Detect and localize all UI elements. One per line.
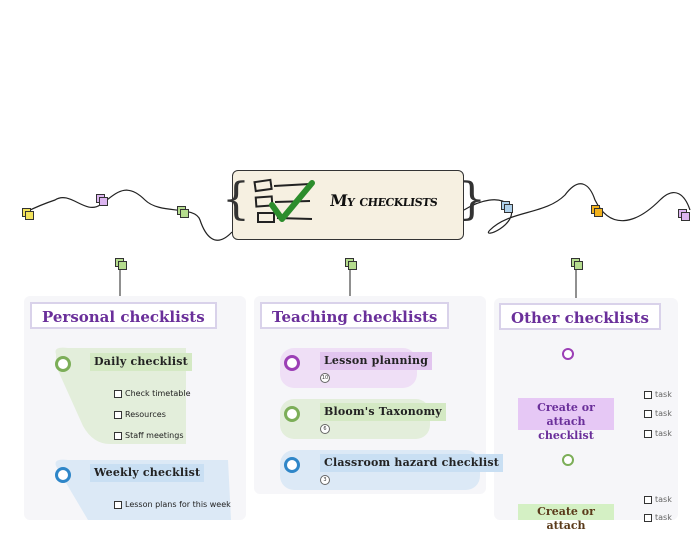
task-item[interactable]: task [644, 495, 672, 504]
subtopic-count-badge[interactable]: 6 [320, 424, 330, 434]
checkbox-icon[interactable] [114, 431, 122, 440]
task-item[interactable]: Lesson plans for this week [114, 500, 231, 509]
classroom-hazard-label[interactable]: Classroom hazard checklist [320, 454, 504, 472]
task-item[interactable]: Resources [114, 410, 166, 419]
create-attach-node[interactable]: Create or attach [518, 504, 614, 532]
blooms-taxonomy-label[interactable]: Bloom's Taxonomy [320, 403, 446, 421]
task-item[interactable]: Staff meetings [114, 431, 183, 440]
create-attach-checklist-node[interactable]: Create or attach checklist [518, 398, 614, 442]
other-node-marker[interactable] [562, 348, 574, 360]
checkbox-icon[interactable] [114, 410, 122, 419]
checkbox-icon[interactable] [644, 513, 652, 522]
task-item[interactable]: task [644, 409, 672, 418]
task-item[interactable]: Check timetable [114, 389, 191, 398]
sticky-note-icon[interactable] [115, 258, 127, 270]
sticky-note-icon[interactable] [22, 208, 34, 220]
subtopic-count-badge[interactable]: 3 [320, 475, 330, 485]
lesson-planning-label[interactable]: Lesson planning [320, 352, 433, 370]
sticky-note-icon[interactable] [345, 258, 357, 270]
checkbox-icon[interactable] [114, 500, 122, 509]
central-title: My checklists [329, 191, 439, 210]
task-item[interactable]: task [644, 390, 672, 399]
checkbox-icon[interactable] [644, 429, 652, 438]
checkbox-icon[interactable] [644, 390, 652, 399]
checkbox-icon[interactable] [644, 495, 652, 504]
checklist-icon [253, 178, 315, 223]
checkbox-icon[interactable] [114, 389, 122, 398]
task-item[interactable]: task [644, 429, 672, 438]
daily-checklist-marker[interactable] [55, 356, 71, 372]
task-item[interactable]: task [644, 513, 672, 522]
sticky-note-icon[interactable] [571, 258, 583, 270]
checkbox-icon[interactable] [644, 409, 652, 418]
section-title-teaching[interactable]: Teaching checklists [260, 302, 450, 329]
weekly-checklist-label[interactable]: Weekly checklist [90, 464, 205, 482]
sticky-note-icon[interactable] [591, 205, 603, 217]
sticky-note-icon[interactable] [501, 201, 513, 213]
right-brace: } [458, 174, 486, 225]
sticky-note-icon[interactable] [177, 206, 189, 218]
daily-checklist-label[interactable]: Daily checklist [90, 353, 192, 371]
section-title-other[interactable]: Other checklists [499, 303, 661, 330]
sticky-note-icon[interactable] [96, 194, 108, 206]
weekly-checklist-marker[interactable] [55, 467, 71, 483]
other-node-marker[interactable] [562, 454, 574, 466]
left-brace: { [222, 174, 250, 225]
hazard-marker[interactable] [284, 457, 300, 473]
blooms-marker[interactable] [284, 406, 300, 422]
section-title-personal[interactable]: Personal checklists [30, 302, 217, 329]
lesson-planning-marker[interactable] [284, 355, 300, 371]
subtopic-count-badge[interactable]: 10 [320, 373, 330, 383]
sticky-note-icon[interactable] [678, 209, 690, 221]
